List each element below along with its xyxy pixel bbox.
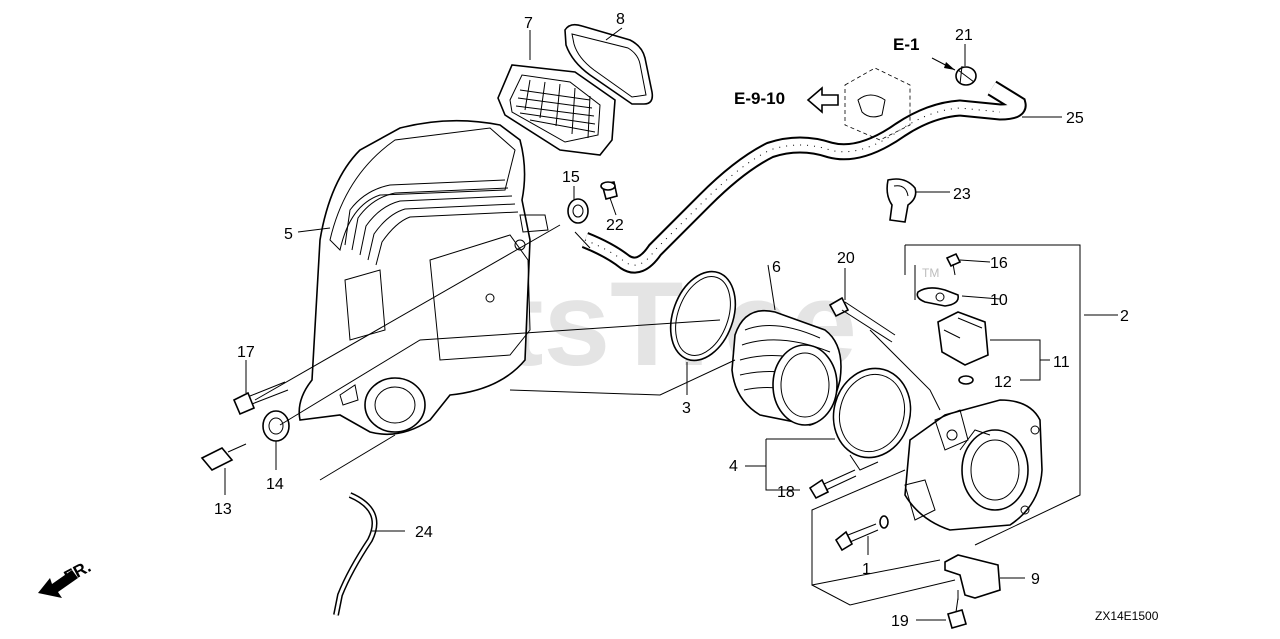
part-number-24: 24 [415, 524, 433, 541]
bracket-9 [944, 554, 1001, 599]
part-number-5: 5 [284, 226, 293, 243]
bolt-18 [808, 469, 857, 500]
sensor-11 [937, 311, 989, 366]
part-number-8: 8 [616, 11, 625, 28]
ref-label-e1: E-1 [893, 35, 919, 54]
part-number-19: 19 [891, 613, 909, 630]
front-direction-arrow: FR. [38, 557, 94, 598]
bolt-17 [232, 381, 289, 416]
drain-plug-13 [200, 443, 247, 471]
hose-clip-21 [955, 65, 977, 86]
part-number-2: 2 [1120, 308, 1129, 325]
part-number-6: 6 [772, 259, 781, 276]
screw-16 [945, 252, 962, 276]
part-number-3: 3 [682, 400, 691, 417]
part-number-16: 16 [990, 255, 1008, 272]
part-number-17: 17 [237, 344, 255, 361]
part-number-20: 20 [837, 250, 855, 267]
part-number-22: 22 [606, 217, 624, 234]
part-number-13: 13 [214, 501, 232, 518]
oring-12 [958, 375, 974, 385]
bolt-20 [828, 296, 896, 343]
part-number-9: 9 [1031, 571, 1040, 588]
bolt-19 [947, 597, 967, 629]
watermark-tm: TM [922, 266, 939, 280]
plug-22 [600, 181, 618, 200]
part-number-14: 14 [266, 476, 284, 493]
part-number-15: 15 [562, 169, 580, 186]
part-number-12: 12 [994, 374, 1012, 391]
gasket-10 [916, 287, 960, 307]
part-number-10: 10 [990, 292, 1008, 309]
screw-1 [834, 515, 889, 552]
band-3 [669, 270, 737, 362]
drain-tube [333, 492, 378, 616]
throttle-body [904, 399, 1043, 531]
air-cleaner-housing [298, 119, 549, 436]
part-number-23: 23 [953, 186, 971, 203]
grommet-15 [567, 198, 589, 224]
part-number-7: 7 [524, 15, 533, 32]
part-number-4: 4 [729, 458, 738, 475]
clamp-reference-box [844, 67, 911, 141]
part-number-1: 1 [862, 561, 871, 578]
ref-label-e910: E-9-10 [734, 89, 785, 108]
intake-joint [731, 310, 842, 426]
part-number-11: 11 [1053, 354, 1070, 371]
clamp-ring-4 [832, 367, 912, 471]
part-number-18: 18 [777, 484, 795, 501]
air-filter-element [497, 64, 616, 156]
part-number-21: 21 [955, 27, 973, 44]
e910-arrow [806, 86, 839, 114]
grommet-14 [262, 410, 290, 442]
diagram-code: ZX14E1500 [1095, 609, 1159, 623]
part-number-25: 25 [1066, 110, 1084, 127]
hose-clamp-23 [886, 178, 917, 223]
gasket [564, 23, 654, 105]
